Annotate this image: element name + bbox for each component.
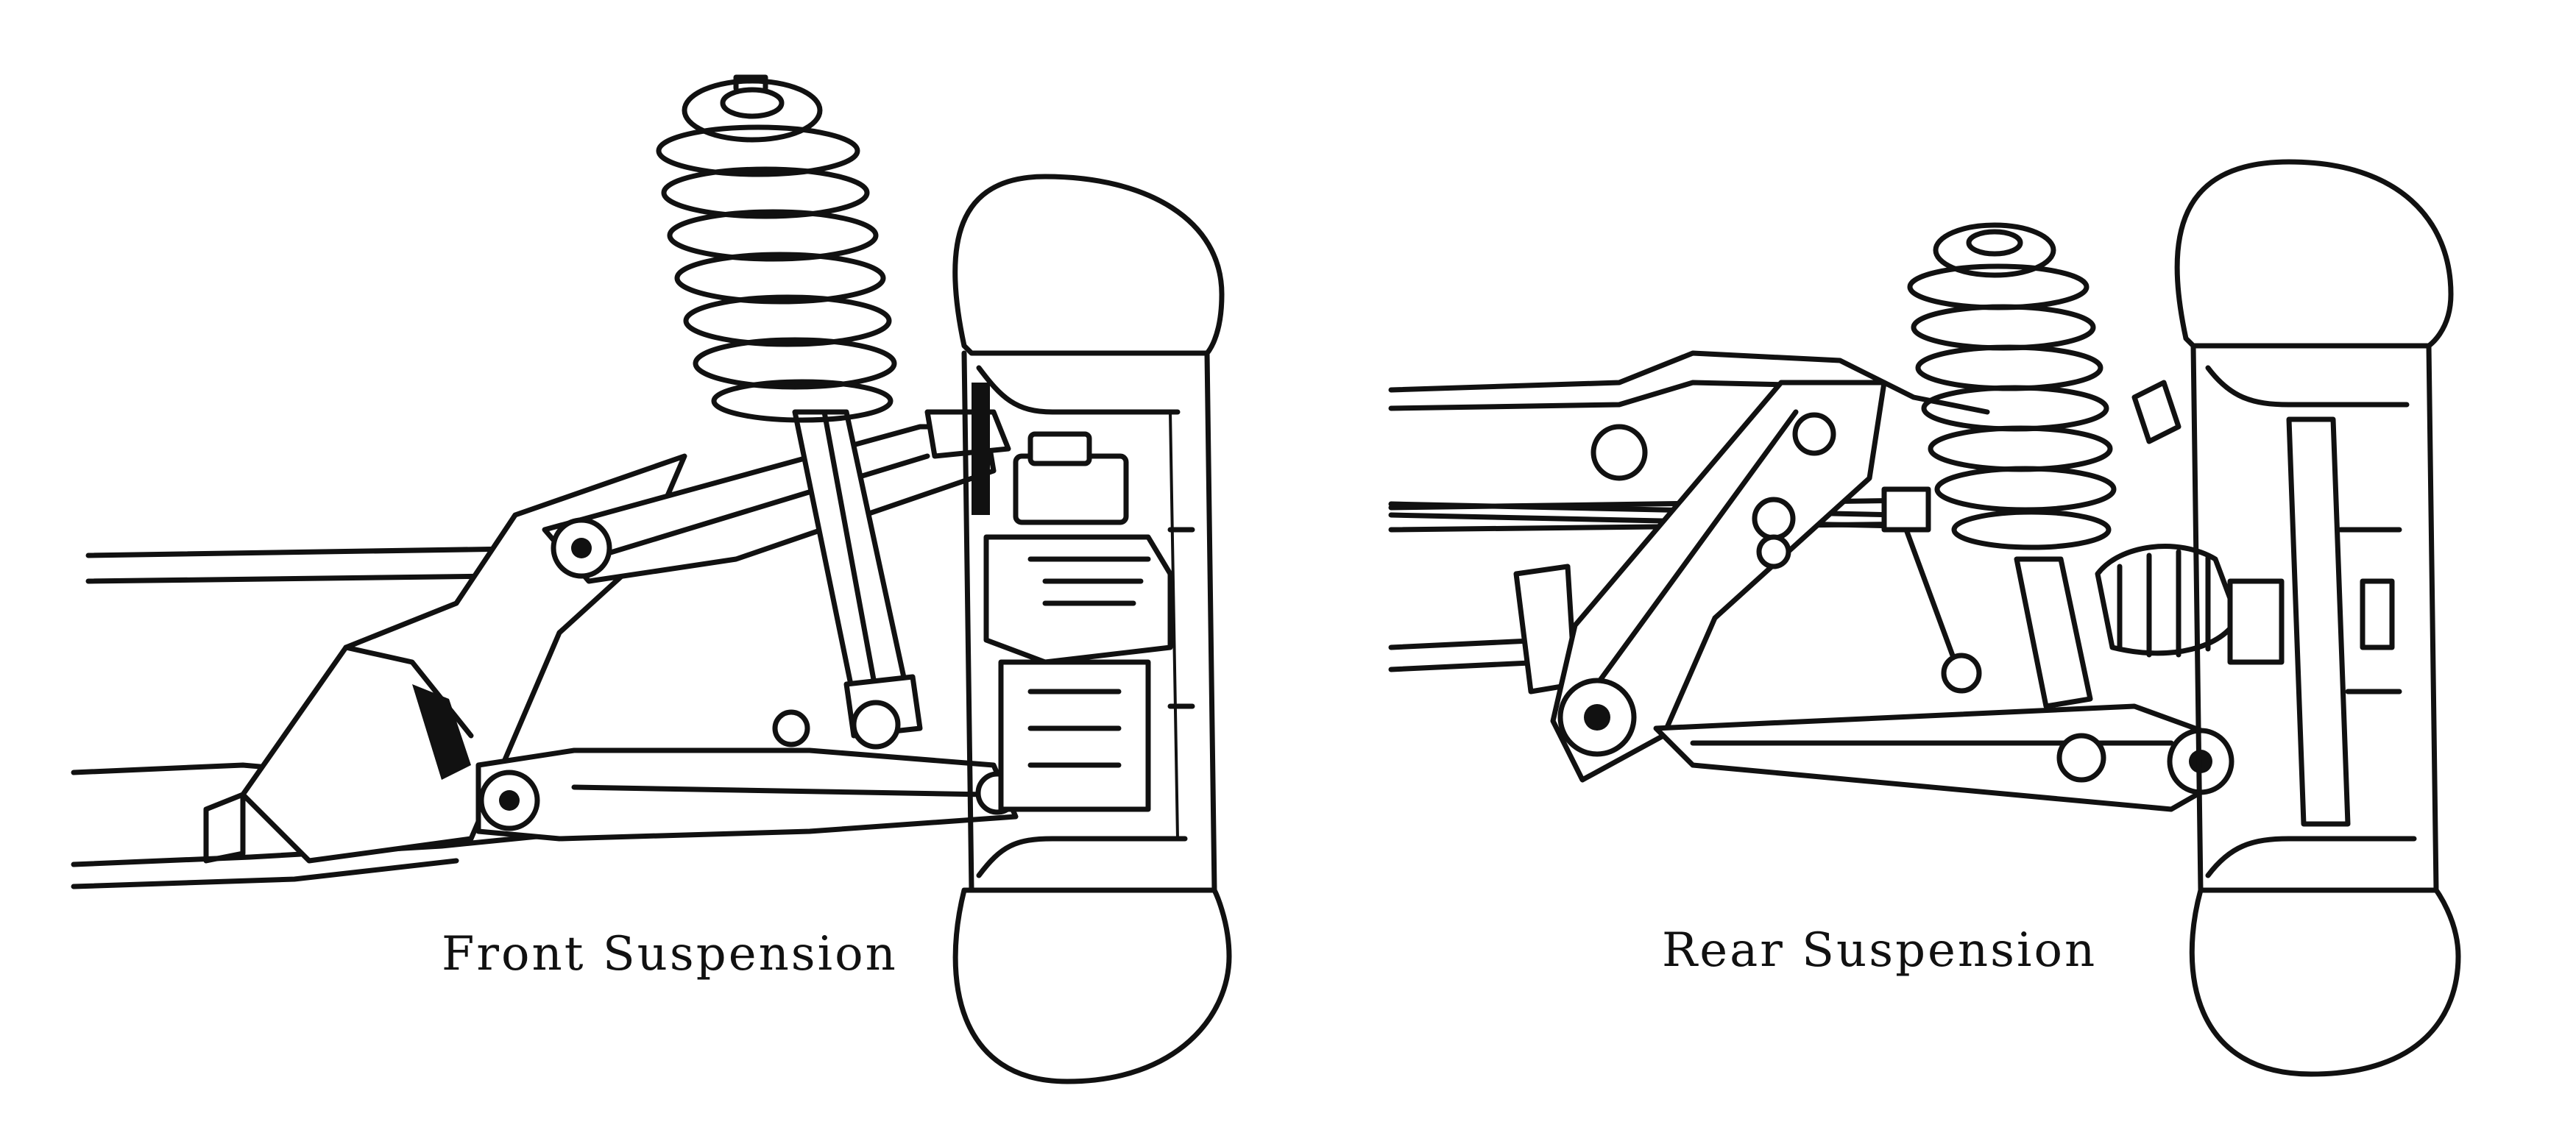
front-lower-control-arm <box>475 700 1019 842</box>
rear-driveshaft-boot <box>2095 380 2285 665</box>
front-strut <box>656 74 923 739</box>
rear-strut <box>1907 222 2117 709</box>
front-suspension-caption: Front Suspension <box>442 927 898 981</box>
rear-suspension-caption: Rear Suspension <box>1662 923 2098 978</box>
rear-coil-spring <box>1907 263 2117 550</box>
rear-lower-link <box>1653 703 2234 812</box>
front-upper-control-arm <box>542 409 1011 584</box>
front-brake-caliper <box>983 431 1195 812</box>
front-suspension-illustration <box>71 74 1232 1084</box>
rear-trailing-arm <box>1550 380 1887 783</box>
rear-suspension-illustration <box>1388 159 2461 1077</box>
rear-wheel <box>2174 159 2461 1077</box>
front-coil-spring <box>656 124 897 423</box>
front-wheel <box>952 174 1232 1084</box>
